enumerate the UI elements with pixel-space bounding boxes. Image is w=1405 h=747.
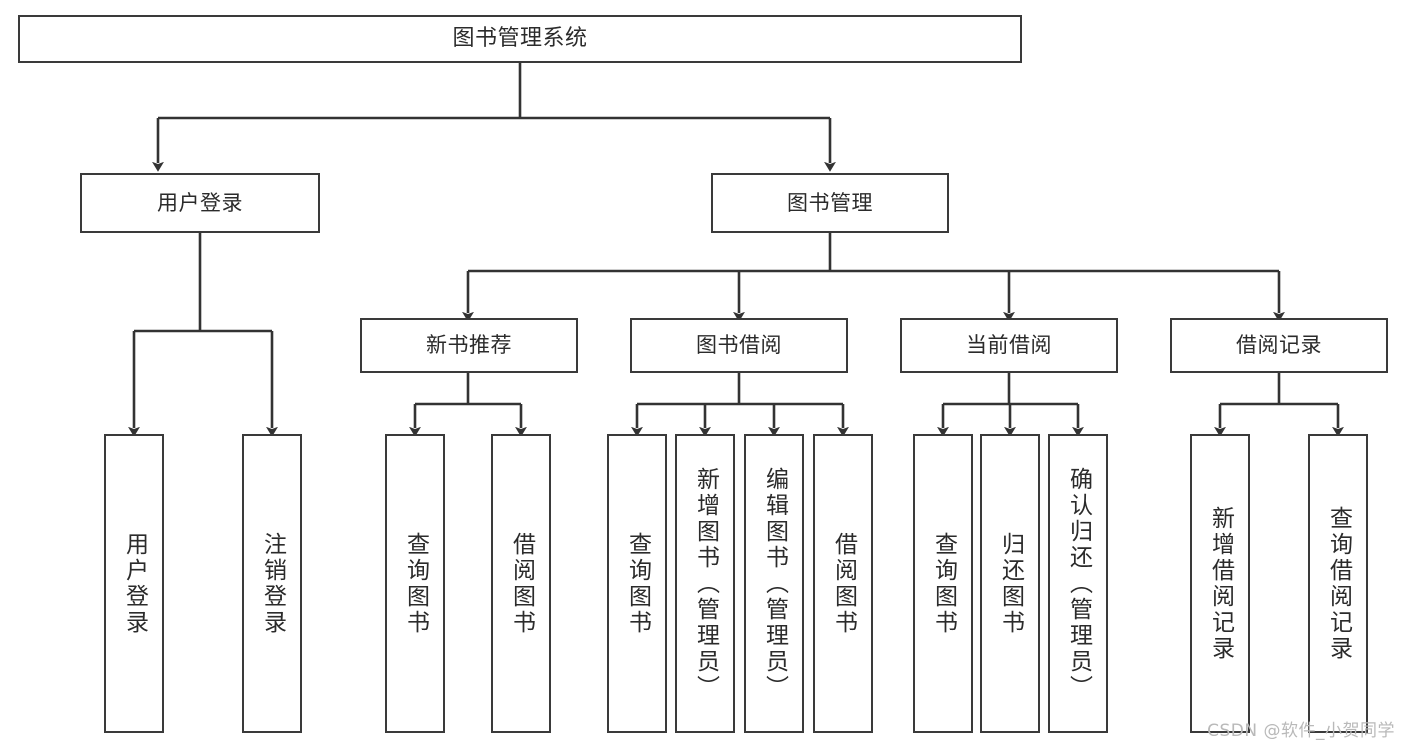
node-label: 新增图书（管理员） (692, 466, 719, 701)
leaf-borrow-book-recommend[interactable]: 借阅图书 (491, 434, 551, 733)
node-label: 查询图书 (930, 531, 957, 636)
node-user-login[interactable]: 用户登录 (80, 173, 320, 233)
leaf-query-borrow-record[interactable]: 查询借阅记录 (1308, 434, 1368, 733)
leaf-borrow-book-borrow[interactable]: 借阅图书 (813, 434, 873, 733)
node-label: 图书管理系统 (452, 26, 588, 52)
csdn-watermark: CSDN @软件_小贺同学 (1207, 721, 1395, 741)
node-book-management[interactable]: 图书管理 (711, 173, 949, 233)
leaf-query-book-current[interactable]: 查询图书 (913, 434, 973, 733)
node-label: 查询图书 (402, 531, 429, 636)
edge-group-borrow-record (1214, 373, 1344, 437)
leaf-return-book[interactable]: 归还图书 (980, 434, 1040, 733)
node-label: 用户登录 (157, 190, 243, 215)
edge-group-book-manage (462, 233, 1285, 322)
node-label: 注销登录 (259, 531, 286, 636)
node-label: 新书推荐 (426, 333, 512, 358)
node-label: 图书管理 (787, 190, 873, 215)
node-label: 确认归还（管理员） (1065, 466, 1092, 701)
node-label: 当前借阅 (966, 333, 1052, 358)
leaf-user-login[interactable]: 用户登录 (104, 434, 164, 733)
leaf-query-book-borrow[interactable]: 查询图书 (607, 434, 667, 733)
leaf-logout-login[interactable]: 注销登录 (242, 434, 302, 733)
node-current-borrow[interactable]: 当前借阅 (900, 318, 1118, 373)
node-label: 借阅记录 (1236, 333, 1322, 358)
node-new-book-recommend[interactable]: 新书推荐 (360, 318, 578, 373)
leaf-confirm-return-admin[interactable]: 确认归还（管理员） (1048, 434, 1108, 733)
edge-group-user-login (128, 233, 278, 437)
node-label: 归还图书 (997, 531, 1024, 636)
node-label: 编辑图书（管理员） (761, 466, 788, 701)
node-root-book-management-system[interactable]: 图书管理系统 (18, 15, 1022, 63)
node-label: 用户登录 (121, 531, 148, 636)
node-label: 图书借阅 (696, 333, 782, 358)
edge-group-root (152, 63, 836, 172)
node-borrow-record[interactable]: 借阅记录 (1170, 318, 1388, 373)
node-label: 查询图书 (624, 531, 651, 636)
node-label: 借阅图书 (508, 531, 535, 636)
leaf-edit-book-admin[interactable]: 编辑图书（管理员） (744, 434, 804, 733)
node-book-borrow[interactable]: 图书借阅 (630, 318, 848, 373)
edge-group-new-book-recommend (409, 373, 527, 437)
edge-group-current-borrow (937, 373, 1084, 437)
leaf-add-book-admin[interactable]: 新增图书（管理员） (675, 434, 735, 733)
node-label: 借阅图书 (830, 531, 857, 636)
leaf-query-book-recommend[interactable]: 查询图书 (385, 434, 445, 733)
node-label: 新增借阅记录 (1207, 505, 1234, 662)
leaf-add-borrow-record[interactable]: 新增借阅记录 (1190, 434, 1250, 733)
edge-group-book-borrow (631, 373, 849, 437)
node-label: 查询借阅记录 (1325, 505, 1352, 662)
